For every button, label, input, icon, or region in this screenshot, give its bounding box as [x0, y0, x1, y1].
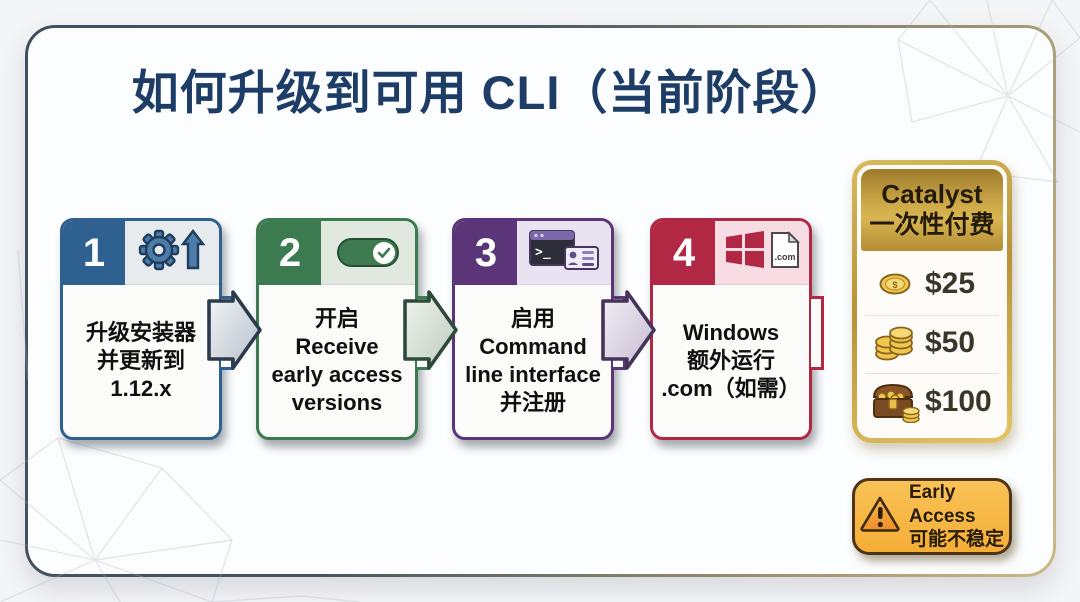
- pricing-tier-3: $100: [865, 373, 999, 429]
- pricing-panel: Catalyst 一次性付费 $ $25: [852, 160, 1012, 443]
- tier-price: $100: [925, 384, 992, 418]
- step-3-number: 3: [455, 221, 517, 285]
- step-3-description: 启用 Command line interface 并注册: [465, 305, 601, 416]
- step-4-number: 4: [653, 221, 715, 285]
- arrow-step2-to-step3: [403, 290, 458, 370]
- step-1-description: 升级安装器 并更新到 1.12.x: [85, 319, 196, 402]
- step-card-4: .com 4 Windows 额外运行 .com（如需）: [650, 218, 812, 440]
- warning-title-en: Early Access: [909, 481, 976, 527]
- pricing-title-zh: 一次性付费: [869, 210, 995, 239]
- step-4-header: .com 4: [653, 221, 809, 285]
- single-coin-icon: $: [865, 271, 925, 297]
- connector-tab: [811, 296, 824, 370]
- arrow-step1-to-step2: [207, 290, 262, 370]
- step-1-number: 1: [63, 221, 125, 285]
- step-2-header: 2: [259, 221, 415, 285]
- warning-triangle-icon: [859, 495, 901, 538]
- svg-text:.com: .com: [774, 252, 795, 262]
- arrow-step3-to-step4: [601, 290, 656, 370]
- early-access-warning-badge: Early Access 可能不稳定: [852, 478, 1012, 555]
- svg-text:$: $: [892, 280, 897, 290]
- pricing-panel-header: Catalyst 一次性付费: [861, 169, 1003, 251]
- svg-text:>_: >_: [535, 245, 551, 260]
- step-3-header: 3 >_: [455, 221, 611, 285]
- tier-price: $25: [925, 266, 976, 300]
- treasure-chest-icon: [865, 381, 925, 423]
- step-card-3: 3 >_: [452, 218, 614, 440]
- step-card-2: 2 开启 Receive early access versions: [256, 218, 418, 440]
- step-2-description: 开启 Receive early access versions: [271, 305, 403, 416]
- toggle-on-icon: [337, 238, 399, 267]
- step-4-description: Windows 额外运行 .com（如需）: [661, 319, 801, 402]
- warning-title-zh: 可能不稳定: [909, 529, 1005, 551]
- gear-update-icon: [137, 228, 207, 277]
- step-card-1: 1: [60, 218, 222, 440]
- pricing-tier-1: $ $25: [865, 256, 999, 312]
- step-2-number: 2: [259, 221, 321, 285]
- coin-stack-icon: [865, 325, 925, 361]
- terminal-register-icon: >_: [527, 226, 601, 279]
- page-title: 如何升级到可用 CLI（当前阶段）: [131, 66, 849, 119]
- pricing-title-en: Catalyst: [881, 179, 983, 210]
- windows-com-icon: .com: [722, 227, 802, 278]
- step-1-header: 1: [63, 221, 219, 285]
- tier-price: $50: [925, 326, 976, 359]
- pricing-tier-2: $50: [865, 314, 999, 371]
